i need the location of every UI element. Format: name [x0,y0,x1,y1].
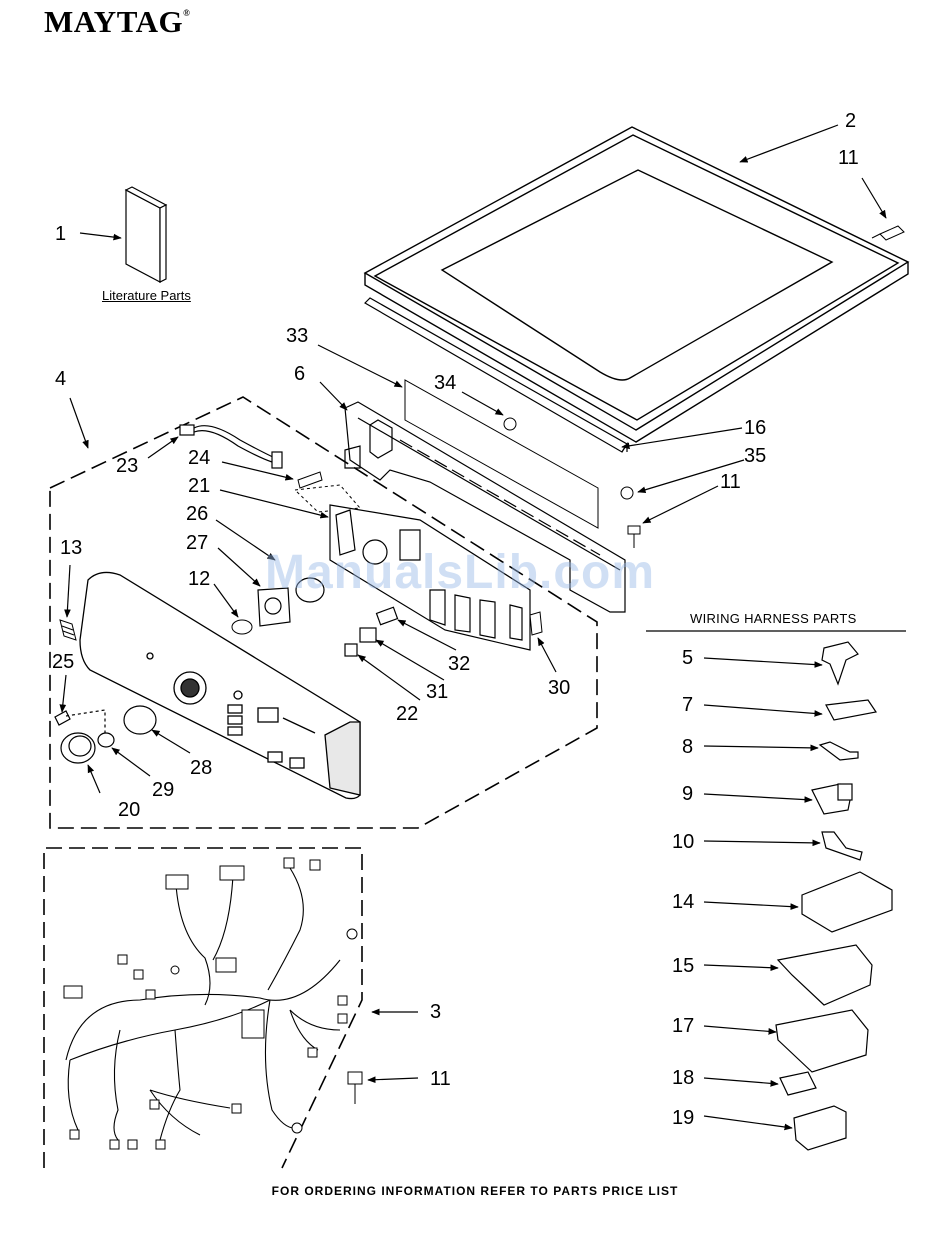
screw-34 [504,418,516,430]
callout-11-low: 11 [430,1068,451,1090]
callout-23: 23 [116,455,138,477]
callout-13: 13 [60,537,82,559]
callout-8: 8 [682,736,693,758]
callout-11-mid: 11 [720,471,741,493]
screw-24 [295,472,360,512]
callout-24: 24 [188,447,210,469]
knob-parts [55,706,156,763]
callout-9: 9 [682,783,693,805]
callout-15: 15 [672,955,694,977]
callout-19: 19 [672,1107,694,1129]
callout-29: 29 [152,779,174,801]
callout-20: 20 [118,799,140,821]
callout-33: 33 [286,325,308,347]
callout-1: 1 [55,223,66,245]
top-panel [365,127,908,442]
callout-16: 16 [744,417,766,439]
callout-6: 6 [294,363,305,385]
literature-parts-label: Literature Parts [102,288,191,303]
callout-14: 14 [672,891,694,913]
footer-note: FOR ORDERING INFORMATION REFER TO PARTS … [0,1184,950,1198]
main-wire-harness [66,868,340,1140]
wiring-harness-title: WIRING HARNESS PARTS [690,611,857,626]
watermark: ManualsLib.com [265,545,655,600]
callout-26: 26 [186,503,208,525]
callout-18: 18 [672,1067,694,1089]
callout-31: 31 [426,681,448,703]
callout-10: 10 [672,831,694,853]
callout-12: 12 [188,568,210,590]
disc-12 [232,620,252,634]
callout-34: 34 [434,372,456,394]
callout-28: 28 [190,757,212,779]
callout-32: 32 [448,653,470,675]
harness-part-icons [776,642,892,1150]
callout-4: 4 [55,368,66,390]
screw-11-top [872,226,904,240]
callout-21: 21 [188,475,210,497]
callout-35: 35 [744,445,766,467]
callout-11-top: 11 [838,147,859,169]
harness-connectors [64,858,357,1149]
callout-3: 3 [430,1001,441,1023]
callout-22: 22 [396,703,418,725]
harness-boundary [44,848,362,1168]
screw-11-low [348,1072,362,1104]
callout-17: 17 [672,1015,694,1037]
literature-book [126,187,166,282]
button-13 [60,620,76,640]
callout-25: 25 [52,651,74,673]
callout-27: 27 [186,532,208,554]
bracket-30 [530,612,542,635]
callout-30: 30 [548,677,570,699]
callout-2: 2 [845,110,856,132]
console-panel [80,572,360,798]
callout-5: 5 [682,647,693,669]
callout-7: 7 [682,694,693,716]
screw-35 [621,487,633,499]
